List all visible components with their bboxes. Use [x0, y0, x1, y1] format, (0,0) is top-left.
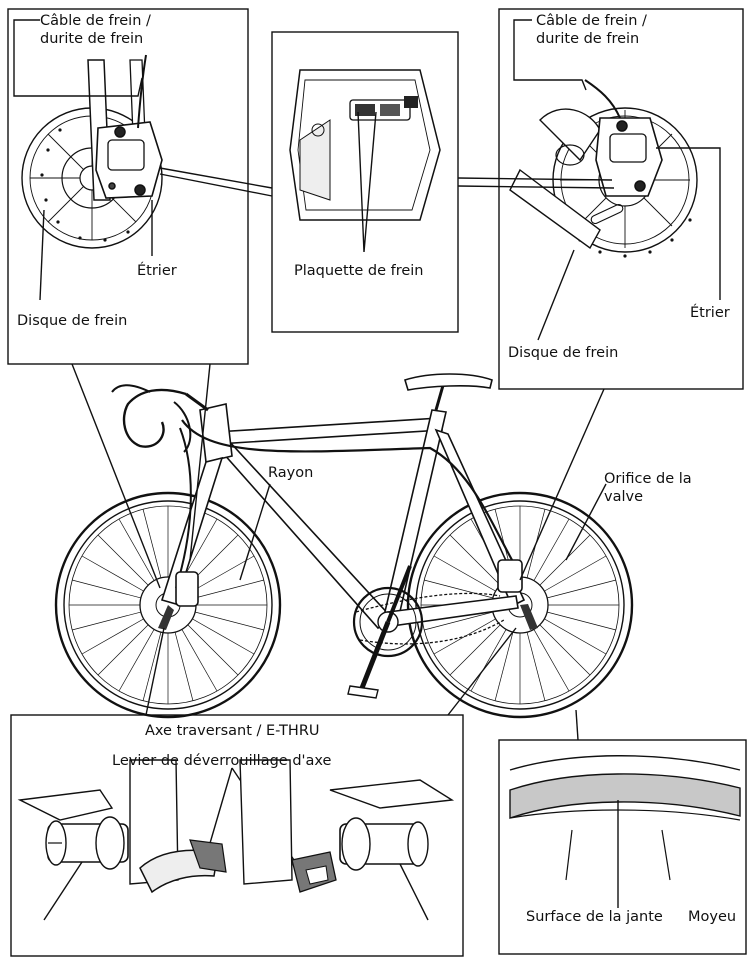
- label-cable-left: Câble de frein / durite de frein: [40, 13, 151, 47]
- label-etrier-left: Étrier: [137, 263, 177, 279]
- label-cable-right: Câble de frein / durite de frein: [536, 13, 647, 47]
- bicycle-illustration: [54, 373, 634, 719]
- label-disque-right: Disque de frein: [508, 345, 619, 361]
- label-levier: Levier de déverrouillage d'axe: [112, 753, 332, 769]
- leader-lines: [13, 19, 721, 867]
- label-rayon: Rayon: [268, 465, 314, 481]
- label-surface: Surface de la jante: [526, 909, 663, 925]
- label-moyeu: Moyeu: [688, 909, 737, 925]
- brake-pad-detail: [289, 69, 441, 221]
- label-etrier-right: Étrier: [690, 305, 730, 321]
- label-disque-left: Disque de frein: [17, 313, 128, 329]
- label-axe: Axe traversant / E-THRU: [145, 723, 320, 739]
- rim-surface-detail: [509, 755, 741, 908]
- label-plaquette: Plaquette de frein: [294, 263, 424, 279]
- label-orifice: Orifice de la valve: [604, 471, 692, 505]
- front-disc-detail: [21, 54, 163, 249]
- thru-axle-detail: [17, 759, 455, 921]
- rear-disc-detail: [509, 79, 698, 258]
